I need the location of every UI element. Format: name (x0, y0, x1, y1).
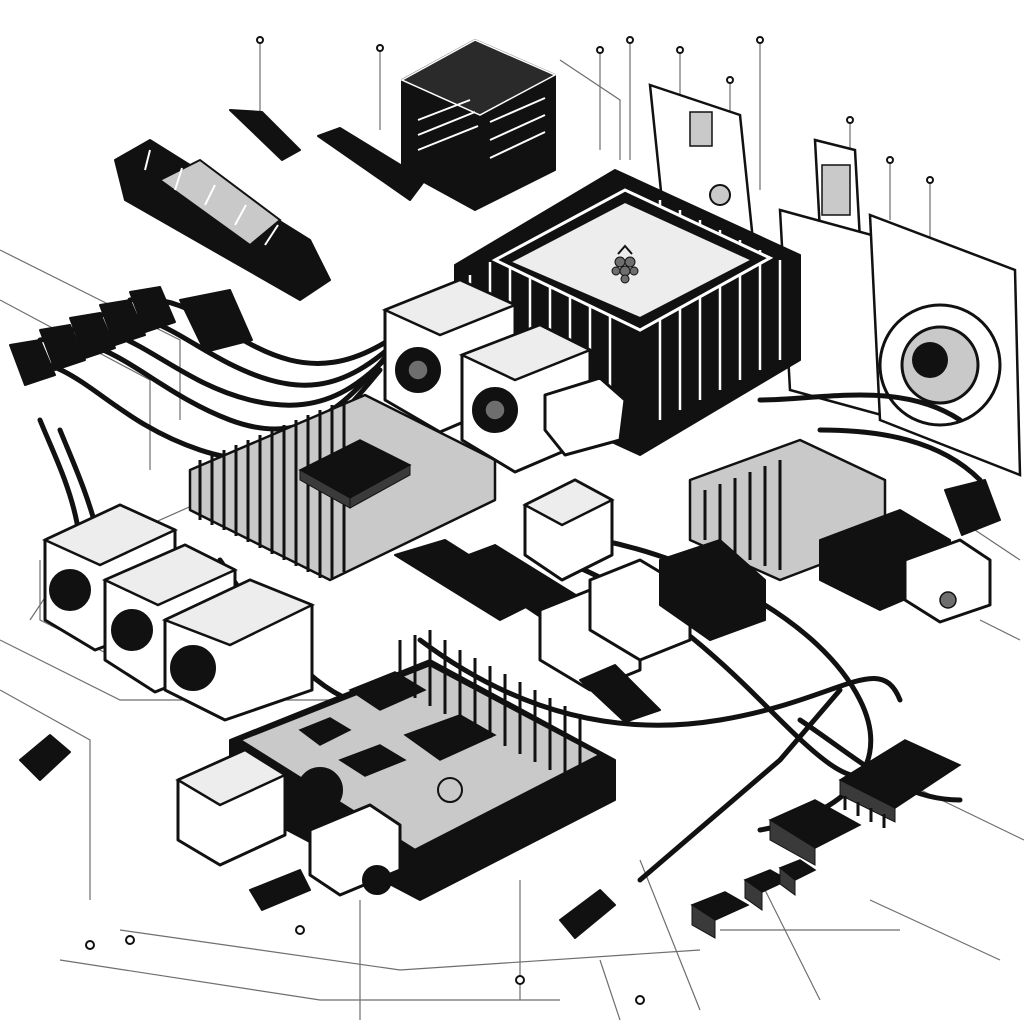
coaxial-probe (114, 109, 426, 301)
secondary-circuit-board (175, 630, 616, 901)
audio-jacks (381, 278, 627, 474)
circuit-traces (0, 40, 1024, 1021)
ethernet-ports (42, 503, 316, 722)
back-panels (648, 83, 1022, 477)
black-module-cube (400, 39, 557, 211)
relay-module (688, 438, 992, 624)
cable-plugs (9, 286, 1001, 939)
loose-ic-chips (690, 739, 962, 939)
raspberry-icon (611, 244, 639, 284)
usb-connectors (394, 478, 766, 723)
trace-end-dots (85, 36, 934, 1005)
main-circuit-board (188, 393, 497, 582)
